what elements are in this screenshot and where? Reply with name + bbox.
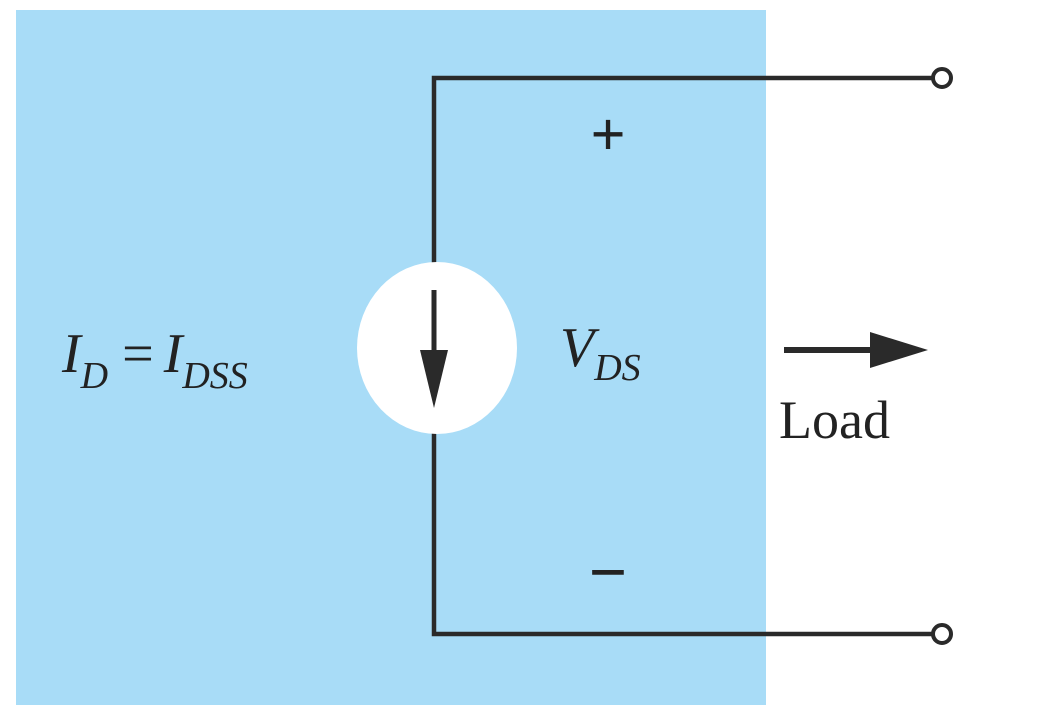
idss-symbol: I: [163, 323, 185, 385]
id-subscript: D: [80, 355, 108, 397]
current-direction-arrowhead: [420, 350, 448, 408]
current-source-symbol: [357, 262, 517, 434]
vds-label: VDS: [560, 317, 641, 389]
id-symbol: I: [61, 323, 83, 385]
current-equation-label: ID=IDSS: [61, 323, 248, 397]
equals-sign: =: [122, 323, 154, 385]
idss-subscript: DSS: [181, 355, 247, 397]
minus-sign: −: [589, 534, 628, 610]
bottom-wire: [431, 432, 933, 637]
bottom-terminal: [931, 623, 953, 645]
top-terminal: [931, 67, 953, 89]
plus-sign: +: [590, 101, 625, 169]
vds-symbol: V: [560, 317, 600, 379]
vds-subscript: DS: [593, 347, 640, 389]
top-wire: [431, 75, 933, 265]
load-label: Load: [779, 390, 890, 450]
load-arrow: [784, 332, 928, 368]
